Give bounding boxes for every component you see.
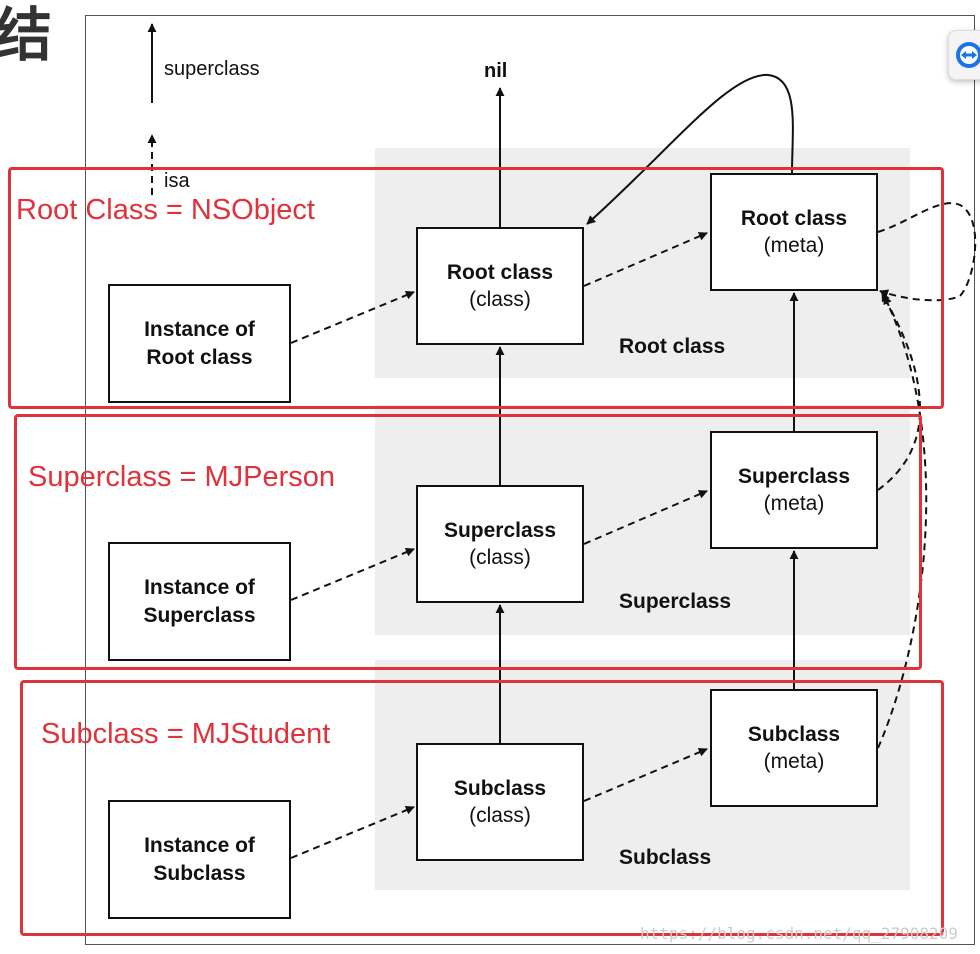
annotation-box-root [8, 167, 944, 409]
instance-subclass-line2: Subclass [153, 861, 246, 885]
instance-box-root: Instance of Root class [108, 284, 291, 403]
isa-arrow-instance-root [290, 290, 415, 344]
annotation-box-superclass [14, 414, 922, 670]
class-root-line1: Root class [446, 260, 554, 284]
annotation-label-superclass: Superclass = MJPerson [28, 461, 336, 493]
class-box-root: Root class (class) [416, 227, 584, 345]
band-label-root: Root class [619, 335, 726, 358]
isa-arrow-submeta-to-rootmeta [877, 295, 928, 749]
isa-arrow-class-superclass [583, 490, 708, 545]
teamviewer-icon-glyph [956, 42, 980, 68]
isa-arrow-instance-superclass [290, 547, 415, 601]
instance-root-line1: Instance of [144, 318, 255, 342]
instance-superclass-line2: Superclass [143, 603, 256, 627]
meta-box-root: Root class (meta) [710, 173, 878, 291]
instance-box-subclass: Instance of Subclass [108, 800, 291, 919]
instance-box-superclass: Instance of Superclass [108, 542, 291, 661]
isa-arrow-rootmeta-self [877, 202, 977, 302]
annotation-box-subclass [20, 680, 944, 936]
legend-superclass-label: superclass [164, 58, 260, 80]
meta-root-line1: Root class [740, 206, 848, 230]
class-box-subclass: Subclass (class) [416, 743, 584, 861]
instance-superclass-line1: Instance of [144, 576, 255, 600]
watermark-text: https://blog.csdn.net/qq_27908209 [640, 924, 958, 943]
class-superclass-line2: (class) [469, 546, 531, 569]
band-label-subclass: Subclass [619, 846, 712, 869]
isa-arrow-supermeta-to-rootmeta [877, 292, 922, 491]
class-subclass-line1: Subclass [453, 776, 547, 800]
class-subclass-line2: (class) [469, 804, 531, 827]
class-superclass-line1: Superclass [443, 518, 557, 542]
superclass-arrow-rootmeta-to-rootclass [586, 73, 794, 225]
legend-isa-label: isa [164, 170, 190, 192]
teamviewer-icon[interactable] [948, 30, 980, 80]
meta-subclass-line2: (meta) [763, 750, 825, 773]
class-box-superclass: Superclass (class) [416, 485, 584, 603]
isa-arrow-class-subclass [583, 748, 708, 802]
instance-root-line2: Root class [146, 345, 253, 369]
meta-subclass-line1: Subclass [747, 722, 841, 746]
isa-arrow-class-root [583, 232, 708, 287]
page-heading-char: 结 [0, 1, 53, 69]
meta-box-superclass: Superclass (meta) [710, 431, 878, 549]
diagram-frame [85, 15, 975, 945]
band-label-superclass: Superclass [619, 590, 732, 613]
class-root-line2: (class) [469, 288, 531, 311]
meta-superclass-line2: (meta) [763, 492, 825, 515]
annotation-label-root: Root Class = NSObject [16, 194, 315, 226]
meta-box-subclass: Subclass (meta) [710, 689, 878, 807]
meta-superclass-line1: Superclass [737, 464, 851, 488]
instance-subclass-line1: Instance of [144, 834, 255, 858]
isa-arrow-instance-subclass [290, 805, 415, 859]
meta-root-line2: (meta) [763, 234, 825, 257]
annotation-label-subclass: Subclass = MJStudent [41, 718, 331, 750]
nil-label: nil [484, 60, 508, 82]
